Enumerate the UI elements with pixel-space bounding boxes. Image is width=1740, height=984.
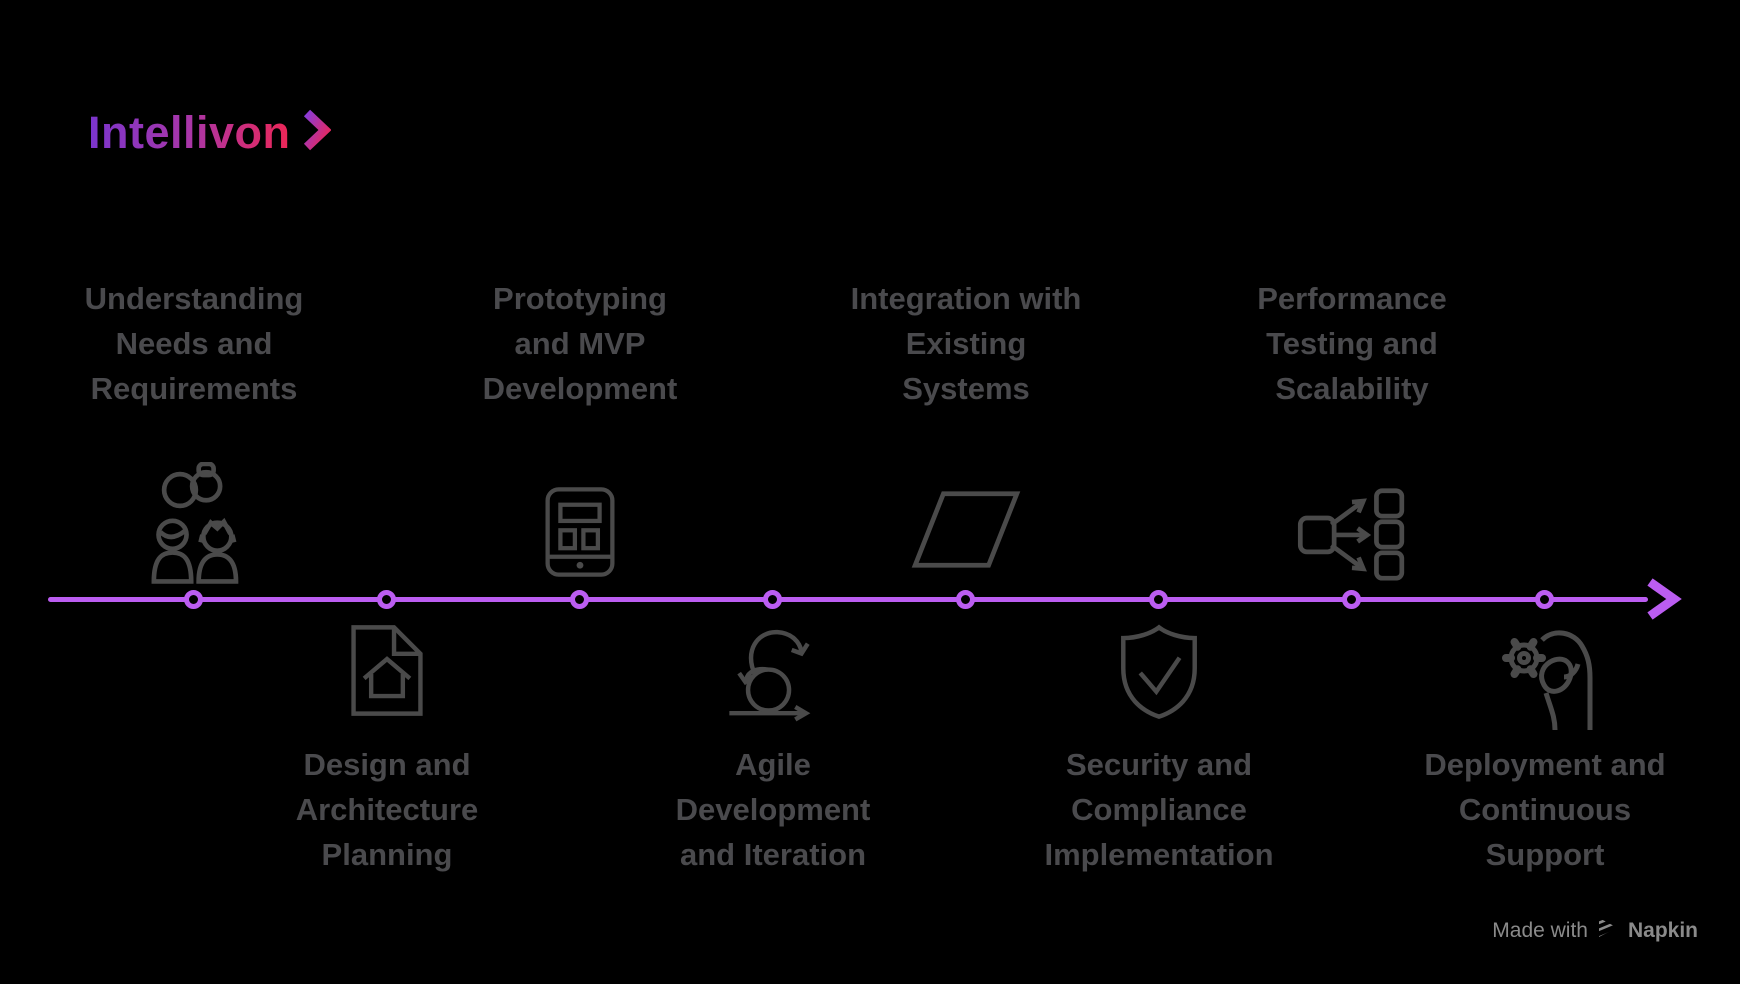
timeline-node-7	[1342, 590, 1361, 609]
milestone-label-understanding-needs: Understanding Needs and Requirements	[84, 281, 304, 406]
milestone-label-prototyping-mvp: Prototyping and MVP Development	[482, 281, 678, 406]
milestone-label-performance-scalability: Performance Testing and Scalability	[1257, 281, 1447, 406]
milestone-label-integration-systems: Integration with Existing Systems	[850, 281, 1082, 406]
timeline-node-3	[570, 590, 589, 609]
shield-check-icon	[1114, 622, 1204, 727]
napkin-logo-icon	[1596, 916, 1620, 946]
timeline-node-6	[1149, 590, 1168, 609]
mobile-wireframe-icon	[542, 486, 619, 583]
napkin-brand-text: Napkin	[1627, 919, 1698, 942]
milestone-label-deployment-support: Deployment and Continuous Support	[1424, 747, 1666, 872]
milestone-label-security-compliance: Security and Compliance Implementation	[1044, 747, 1274, 872]
timeline-line	[48, 597, 1648, 602]
timeline-node-1	[184, 590, 203, 609]
made-with-text: Made with	[1492, 919, 1588, 942]
timeline-arrowhead-icon	[1642, 577, 1686, 626]
chevron-right-icon	[301, 106, 332, 159]
milestone-label-design-architecture: Design and Architecture Planning	[295, 747, 479, 872]
timeline-node-8	[1535, 590, 1554, 609]
intellivon-logo: Intellivon	[88, 106, 332, 159]
agile-sprint-icon	[724, 624, 822, 729]
parallelogram-icon	[910, 488, 1023, 576]
scale-out-icon	[1296, 487, 1409, 586]
timeline-node-2	[377, 590, 396, 609]
timeline-node-4	[763, 590, 782, 609]
milestone-label-agile-development: Agile Development and Iteration	[675, 747, 871, 872]
blueprint-document-icon	[343, 622, 431, 724]
timeline-node-5	[956, 590, 975, 609]
logo-wordmark: Intellivon	[88, 106, 291, 158]
made-with-napkin: Made with Napkin	[1492, 916, 1698, 946]
team-collaboration-icon	[143, 461, 246, 593]
hand-gear-icon	[1494, 620, 1606, 737]
